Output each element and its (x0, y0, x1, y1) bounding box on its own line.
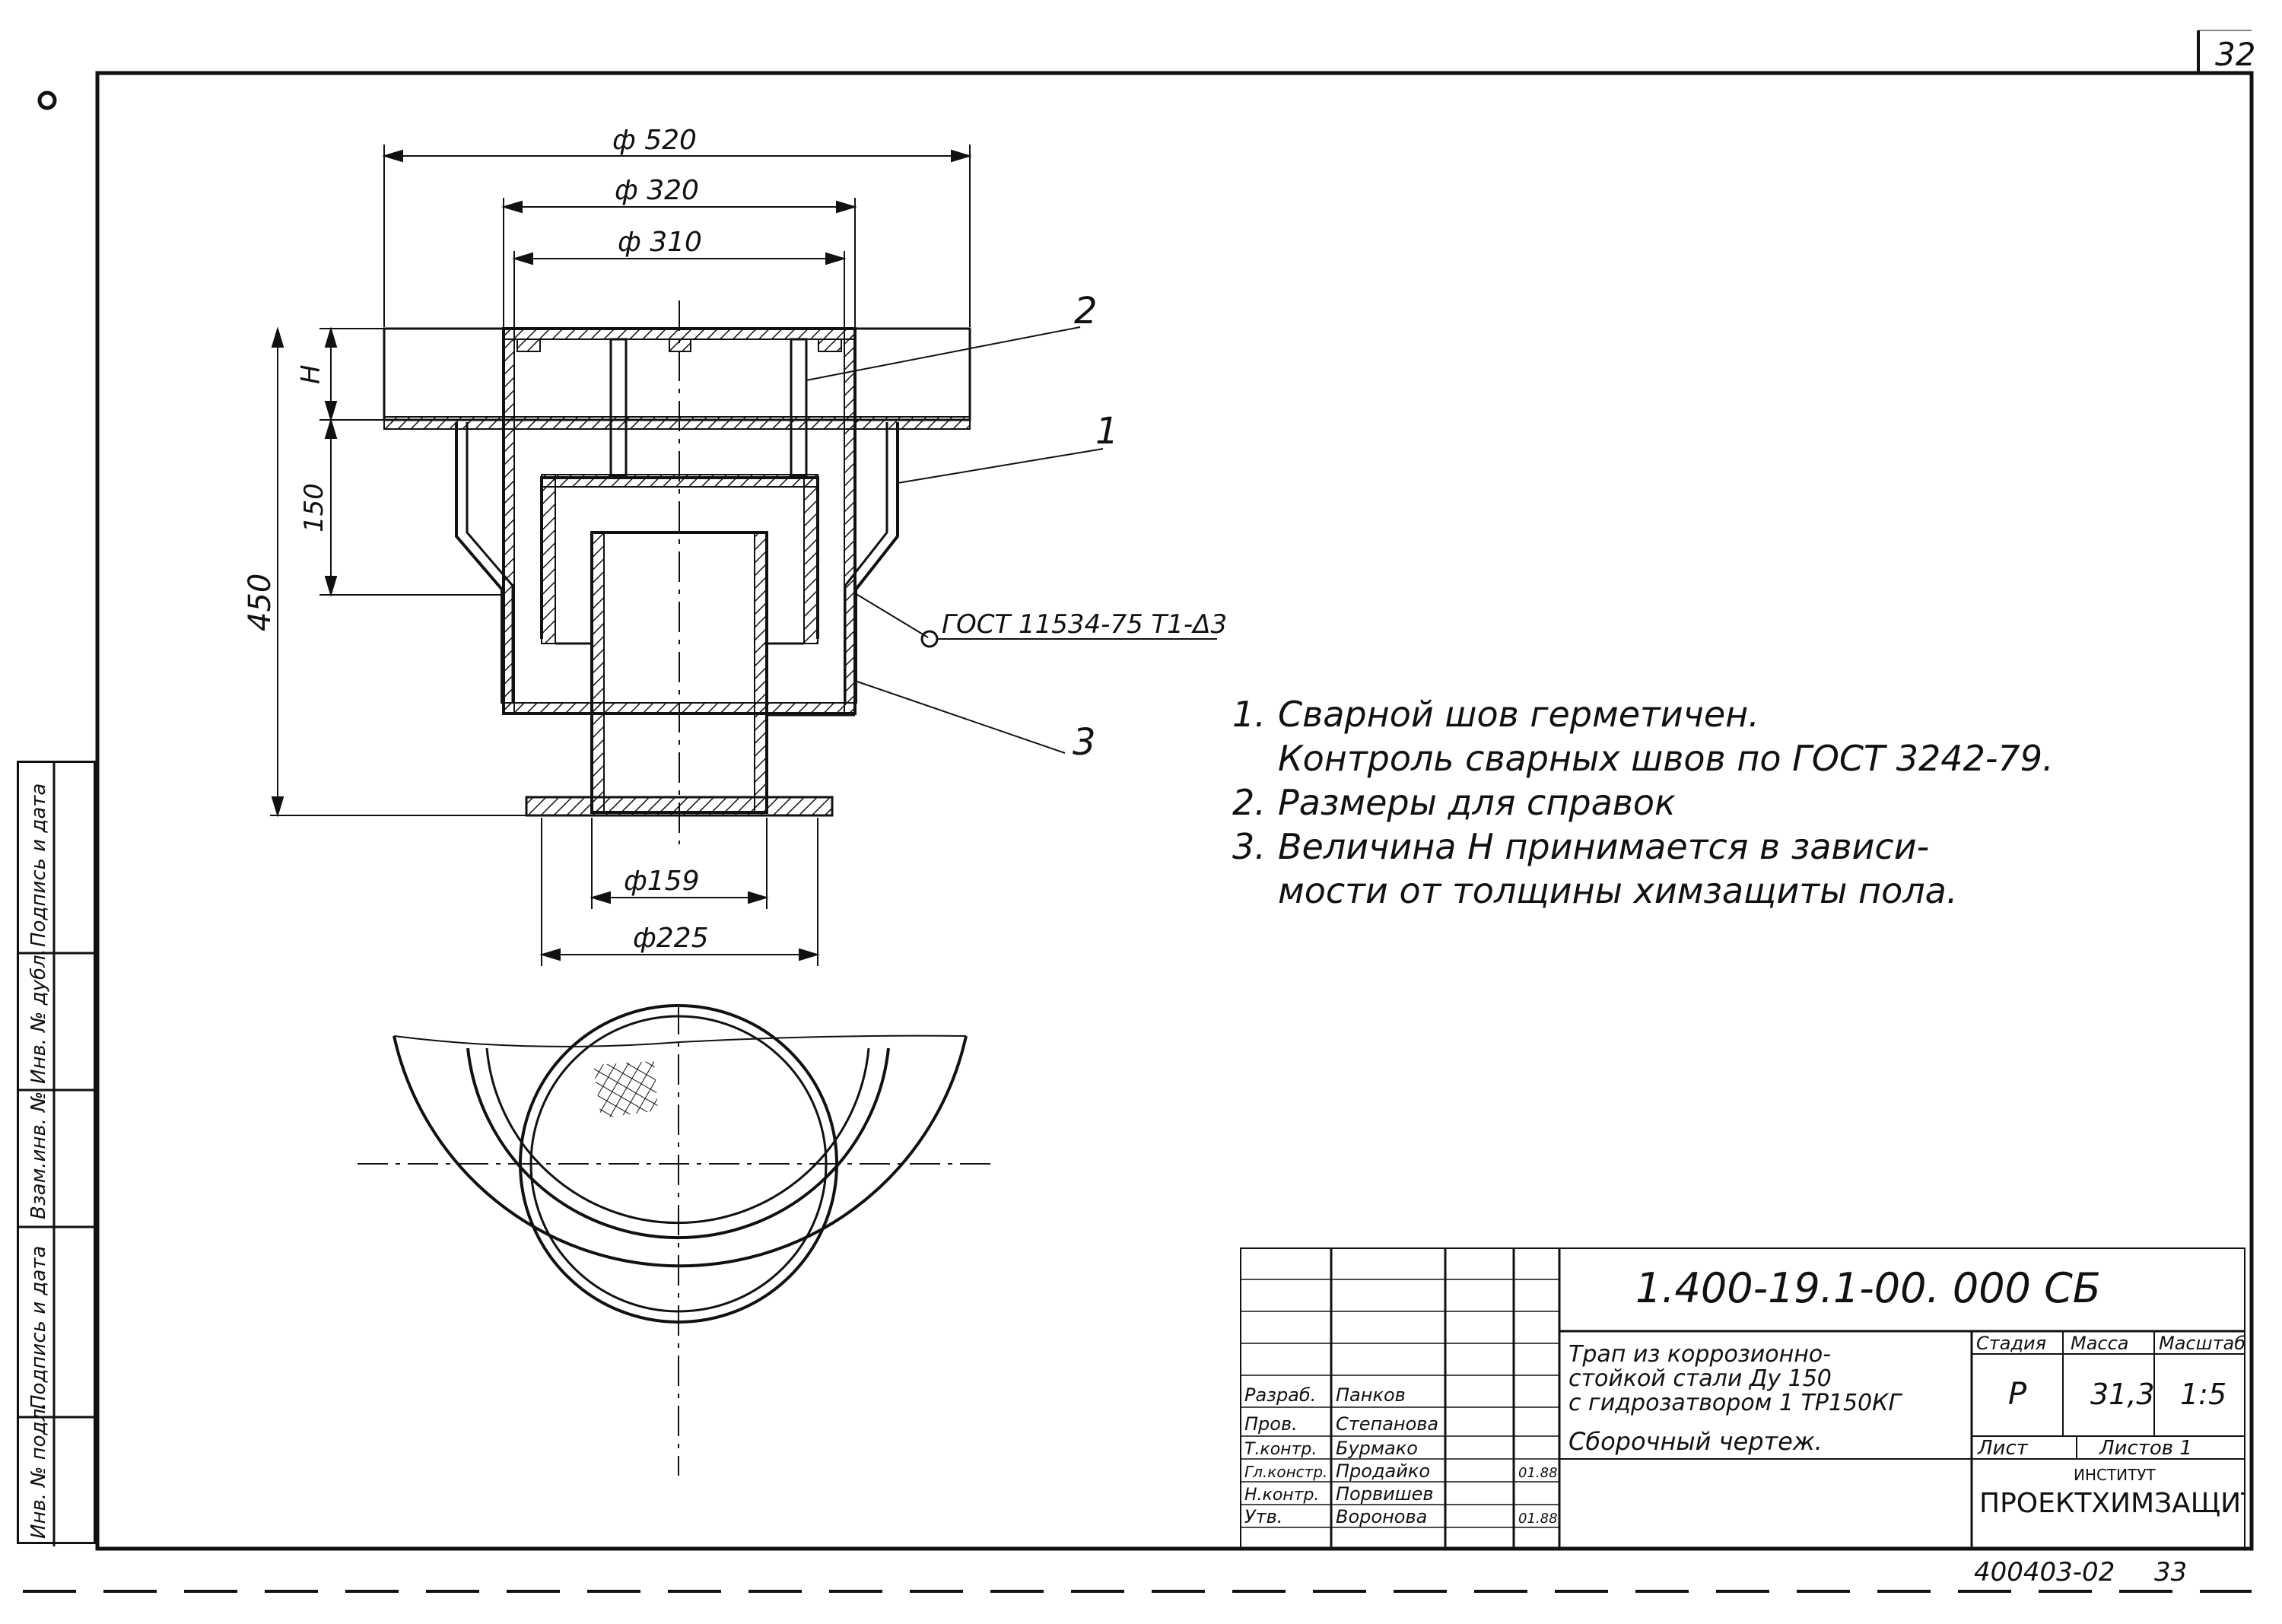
doc-type: Сборочный чертеж. (1568, 1427, 1823, 1456)
svg-text:150: 150 (299, 483, 329, 532)
svg-text:450: 450 (243, 574, 278, 631)
stage-value: Р (2008, 1377, 2027, 1412)
svg-text:ф159: ф159 (624, 866, 700, 897)
svg-text:ГОСТ 11534-75 Т1-Δ3: ГОСТ 11534-75 Т1-Δ3 (942, 609, 1227, 640)
signer-name: Воронова (1336, 1506, 1427, 1527)
svg-text:1: 1 (1095, 410, 1119, 453)
stage-label: Стадия (1976, 1333, 2046, 1354)
side-stamp-inv: Инв. № подл. (27, 1403, 50, 1539)
role-label: Разраб. (1244, 1384, 1316, 1406)
callout-1: 1 (897, 410, 1119, 484)
note-line: 1.Сварной шов герметичен. (1232, 694, 1759, 735)
signer-name: Бурмако (1336, 1438, 1418, 1459)
sheets-label: Листов 1 (2099, 1437, 2192, 1460)
svg-text:ф 310: ф 310 (618, 227, 702, 258)
date-mark: 01.88 (1518, 1465, 1558, 1481)
note-line: мости от толщины химзащиты пола. (1278, 870, 1958, 911)
note-line: 2.Размеры для справок (1232, 782, 1676, 823)
date-mark: 01.88 (1518, 1511, 1558, 1527)
svg-text:ф 320: ф 320 (615, 175, 699, 206)
institute-label: ИНСТИТУТ (2074, 1466, 2156, 1484)
dimension-d225: ф225 (539, 818, 820, 966)
svg-text:2: 2 (1074, 290, 1098, 332)
svg-text:3: 3 (1073, 721, 1096, 764)
weld-symbol: ГОСТ 11534-75 Т1-Δ3 (854, 593, 1227, 648)
dimension-150: 150 (299, 418, 502, 597)
sheet-frame (95, 71, 2254, 1551)
role-label: Утв. (1244, 1506, 1282, 1527)
dimension-d520: ф 520 (382, 125, 972, 327)
dimension-450: 450 (243, 326, 526, 818)
plan-view (358, 1004, 996, 1476)
title-block: 1.400-19.1-00. 000 СБ Трап из коррозионн… (1238, 1246, 2277, 1552)
callout-3: 3 (854, 680, 1096, 764)
funnel-body (455, 422, 899, 704)
dimension-h: H (296, 326, 502, 422)
institute-name: ПРОЕКТХИМЗАЩИТА (1979, 1488, 2245, 1519)
plan-outer-edge (393, 1035, 968, 1268)
dimension-d310: ф 310 (512, 227, 847, 327)
side-stamp-replace: Взам.инв. № (27, 1092, 50, 1219)
signer-name: Степанова (1336, 1413, 1438, 1435)
side-stamp-sign1: Подпись и дата (27, 1246, 50, 1409)
scale-value: 1:5 (2180, 1378, 2226, 1411)
callout-2: 2 (806, 290, 1098, 381)
role-label: Гл.констр. (1244, 1463, 1327, 1481)
svg-text:H: H (296, 364, 326, 384)
signer-name: Продайко (1336, 1460, 1430, 1482)
mass-value: 31,3 (2090, 1378, 2155, 1411)
scale-label: Масштаб (2159, 1333, 2245, 1354)
title-block-grid: 1.400-19.1-00. 000 СБ Трап из коррозионн… (1238, 1246, 2277, 1552)
signer-name: Порвишев (1336, 1483, 1434, 1505)
sheet-number: 32 (2215, 36, 2255, 73)
note-line: 3.Величина Н принимается в зависи- (1232, 826, 1930, 867)
mass-label: Масса (2071, 1333, 2129, 1354)
signer-name: Панков (1336, 1384, 1406, 1406)
title-line-3: с гидрозатвором 1 ТР150КГ (1568, 1390, 1902, 1416)
note-line: Контроль сварных швов по ГОСТ 3242-79. (1278, 738, 2054, 779)
svg-text:ф225: ф225 (633, 923, 709, 954)
side-stamp-dup: Инв. № дубл. (27, 949, 50, 1084)
technical-notes: 1.Сварной шов герметичен. Контроль сварн… (1232, 692, 2252, 913)
side-stamp-sign2: Подпись и дата (27, 783, 50, 947)
svg-text:ф 520: ф 520 (612, 125, 697, 156)
section-view: ф 520 ф 320 ф 310 ф159 ф225 (243, 125, 1227, 966)
role-label: Н.контр. (1244, 1486, 1319, 1505)
side-stamp-grid: Инв. № подл. Подпись и дата Взам.инв. № … (19, 763, 98, 1546)
role-label: Пров. (1244, 1413, 1298, 1435)
dimension-d159: ф159 (590, 818, 769, 909)
side-stamp: Инв. № подл. Подпись и дата Взам.инв. № … (17, 761, 98, 1546)
sheet-label: Лист (1977, 1437, 2029, 1460)
title-line-1: Трап из коррозионно- (1568, 1341, 1831, 1368)
dimension-d320: ф 320 (501, 175, 857, 327)
title-line-2: стойкой стали Ду 150 (1568, 1365, 1832, 1392)
role-label: Т.контр. (1244, 1440, 1317, 1459)
designation: 1.400-19.1-00. 000 СБ (1635, 1264, 2101, 1312)
